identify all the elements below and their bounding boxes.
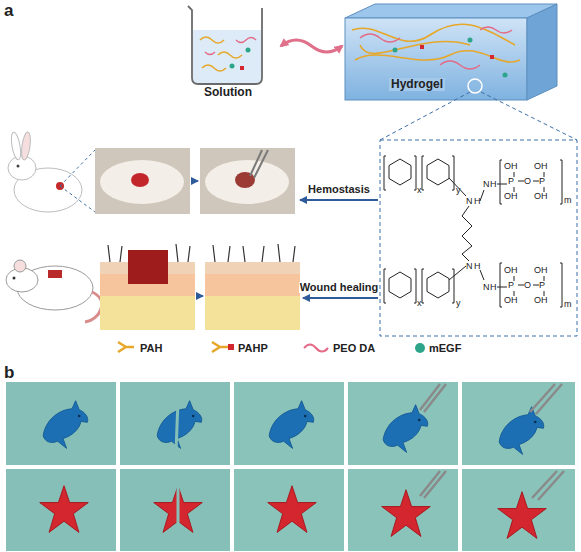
chem-atom: y bbox=[456, 186, 461, 195]
chem-atom: P bbox=[508, 281, 514, 290]
chem-atom: OH bbox=[504, 162, 518, 171]
chemical-structure bbox=[384, 156, 562, 307]
chem-atom: N bbox=[483, 283, 490, 292]
chem-atom: OH bbox=[504, 192, 518, 201]
node-label: Solution bbox=[202, 86, 254, 99]
zoom-line bbox=[380, 92, 577, 140]
legend-text: mEGF bbox=[429, 343, 461, 354]
process-label: Hemostasis bbox=[307, 184, 371, 195]
hydrogel-block: Hydrogel bbox=[345, 4, 557, 116]
zoom-line bbox=[60, 150, 95, 212]
shape-photos bbox=[6, 382, 575, 551]
rabbit bbox=[8, 132, 82, 212]
reversible-arrow bbox=[281, 40, 342, 52]
process-label: Wound healing bbox=[299, 282, 380, 293]
hydrogel-block bbox=[345, 4, 557, 100]
chem-atom: OH bbox=[504, 266, 518, 275]
hemostasis-arrow bbox=[300, 199, 378, 201]
chem-atom: N bbox=[466, 197, 473, 206]
legend-text: PAH bbox=[140, 343, 162, 354]
panel-letter: b bbox=[4, 364, 14, 381]
chem-atom: OH bbox=[534, 296, 548, 305]
chem-atom: P bbox=[539, 177, 545, 186]
legend-icons bbox=[118, 342, 425, 353]
legend-text: PEO DA bbox=[333, 343, 375, 354]
chem-atom: N bbox=[483, 180, 490, 189]
chem-atom: OH bbox=[534, 266, 548, 275]
chem-atom: OH bbox=[534, 162, 548, 171]
arrow bbox=[197, 295, 203, 297]
chem-atom: OH bbox=[504, 296, 518, 305]
chem-atom: H bbox=[490, 180, 497, 189]
chem-atom: y bbox=[456, 299, 461, 308]
chem-atom: N bbox=[466, 262, 473, 271]
panel-letter: a bbox=[4, 2, 13, 19]
hemostasis-photo bbox=[95, 148, 295, 214]
beaker bbox=[188, 6, 262, 84]
chem-atom: x bbox=[417, 299, 422, 308]
node-label: Hydrogel bbox=[389, 78, 445, 91]
skin-section bbox=[100, 244, 300, 330]
chem-atom: O bbox=[524, 177, 531, 186]
zoom-box bbox=[380, 140, 577, 336]
arrow bbox=[192, 180, 198, 182]
mouse bbox=[6, 260, 102, 322]
solution-beaker: Solution bbox=[178, 0, 278, 100]
chem-atom: x bbox=[417, 186, 422, 195]
chem-atom: H bbox=[490, 283, 497, 292]
chem-atom: H bbox=[474, 197, 481, 206]
chem-atom: m bbox=[564, 300, 572, 309]
chem-atom: P bbox=[539, 281, 545, 290]
chem-atom: O bbox=[524, 281, 531, 290]
chem-atom: m bbox=[564, 196, 572, 205]
chem-atom: OH bbox=[534, 192, 548, 201]
chem-atom: P bbox=[508, 177, 514, 186]
legend-text: PAHP bbox=[238, 343, 268, 354]
healing-arrow bbox=[303, 297, 378, 299]
chem-atom: H bbox=[474, 262, 481, 271]
